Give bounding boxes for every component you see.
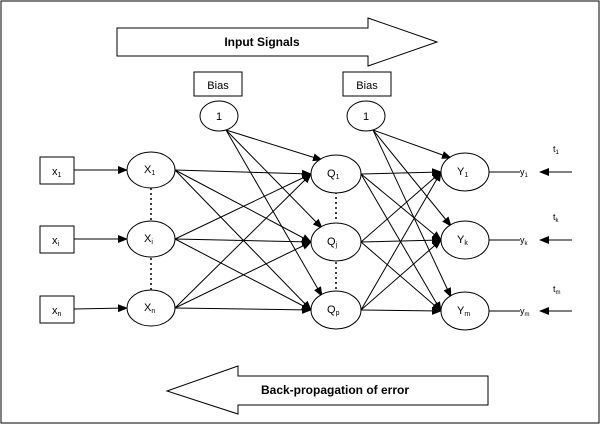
- input-label: xn: [52, 305, 62, 318]
- bias-box-hidden: [193, 71, 243, 97]
- bias-output-connection: [372, 129, 452, 159]
- connections: [73, 129, 572, 315]
- input-hidden-connection: [174, 173, 312, 240]
- bias-node-output-value: 1: [363, 111, 369, 123]
- target-label: tk: [553, 212, 560, 224]
- bias-box-hidden-label: Bias: [207, 80, 229, 92]
- output-neuron: Ym: [440, 291, 490, 331]
- input-signals-arrow: [116, 17, 439, 67]
- target-label: tm: [553, 284, 561, 296]
- svg-text:Xi: Xi: [144, 233, 153, 246]
- output-neuron: Y1: [440, 152, 490, 192]
- bias-node-hidden: [199, 100, 239, 132]
- svg-text:Xn: Xn: [144, 302, 155, 315]
- svg-text:X1: X1: [144, 164, 155, 177]
- svg-text:Qj: Qj: [327, 236, 338, 249]
- input-label: xi: [52, 235, 60, 248]
- hidden-neuron: Qp: [310, 290, 362, 330]
- bias-hidden-connection: [225, 129, 323, 297]
- input-label: x1: [52, 166, 62, 179]
- hidden-output-connection: [360, 173, 442, 312]
- input-hidden-connection: [174, 241, 312, 309]
- bias-box-output: [342, 71, 392, 97]
- hidden-output-connection: [360, 171, 442, 243]
- svg-text:Q1: Q1: [327, 168, 340, 181]
- input-box: xi: [39, 225, 75, 254]
- output-label: yk: [520, 235, 529, 247]
- bias-output-connection: [372, 129, 452, 298]
- output-neuron: Yk: [440, 220, 490, 260]
- input-signals-label: Input Signals: [224, 35, 300, 49]
- bias-node-hidden-value: 1: [216, 111, 222, 123]
- target-label: t1: [553, 144, 560, 156]
- hidden-output-connection: [360, 171, 442, 311]
- output-label: ym: [520, 306, 530, 318]
- hidden-neuron: Qj: [310, 222, 362, 262]
- hidden-neuron: Q1: [310, 154, 362, 194]
- output-label: y1: [520, 167, 529, 179]
- input-neuron: Xi: [126, 220, 176, 258]
- backpropagation-label: Back-propagation of error: [261, 383, 409, 397]
- svg-text:Yk: Yk: [457, 234, 468, 247]
- bias-box-output-label: Bias: [356, 80, 378, 92]
- hidden-output-connection: [360, 306, 442, 315]
- input-hidden-connection: [174, 305, 312, 314]
- hidden-output-connection: [360, 239, 442, 311]
- bias-output-connection: [372, 129, 452, 227]
- backpropagation-arrow: [165, 365, 489, 415]
- svg-text:Y1: Y1: [457, 166, 468, 179]
- input-neuron: Xn: [126, 289, 176, 327]
- svg-text:Qp: Qp: [327, 304, 340, 317]
- hidden-output-connection: [360, 168, 442, 177]
- bias-hidden-connection: [225, 129, 323, 229]
- input-connection: [73, 304, 128, 313]
- bias-node-output: [346, 100, 386, 132]
- input-hidden-connection: [174, 169, 312, 178]
- svg-text:Ym: Ym: [457, 305, 470, 318]
- input-neuron: X1: [126, 151, 176, 189]
- hidden-output-connection: [360, 241, 442, 312]
- bias-hidden-connection: [225, 129, 323, 162]
- input-box: xn: [39, 295, 75, 324]
- input-box: x1: [39, 156, 75, 185]
- input-hidden-connection: [174, 173, 312, 309]
